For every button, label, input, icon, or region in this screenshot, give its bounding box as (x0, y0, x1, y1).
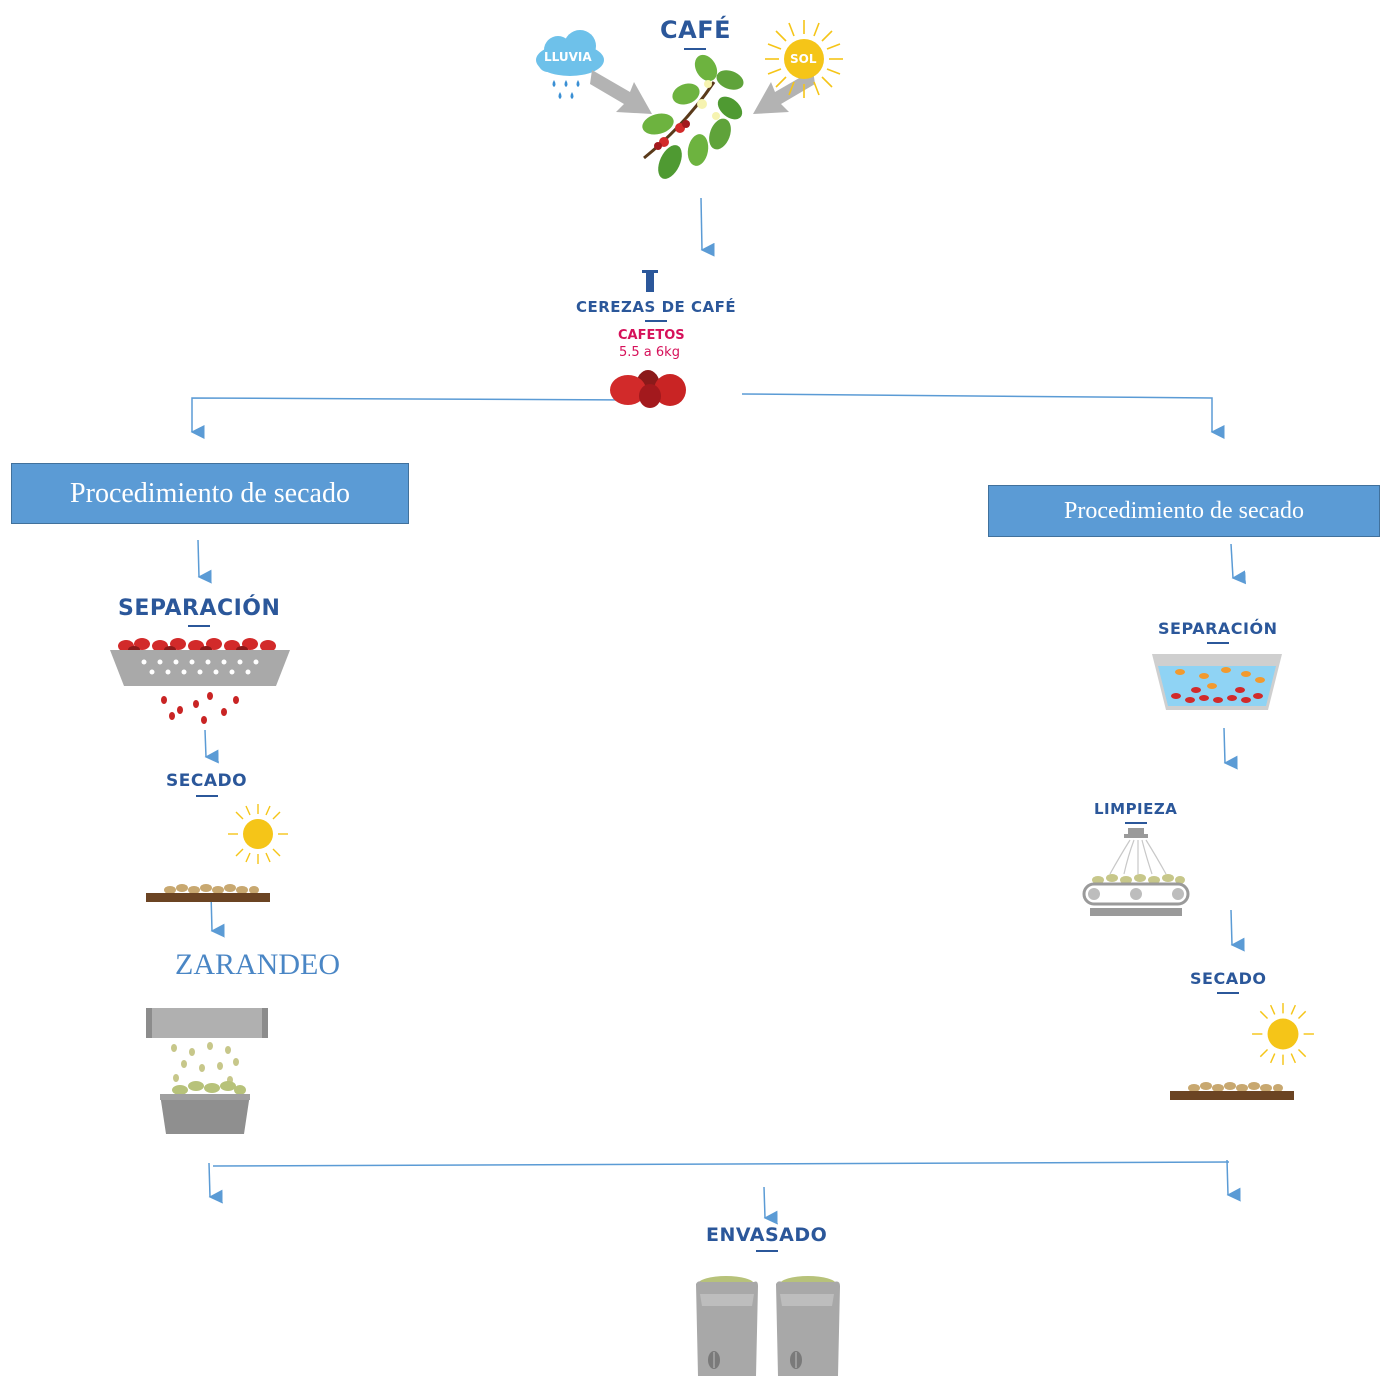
cherries-marker-top (642, 270, 658, 273)
sun-icon (765, 20, 843, 98)
envasado-title: ENVASADO (706, 1224, 828, 1252)
zarandeo-sifter-icon (146, 1008, 268, 1134)
rain-label: LLUVIA (544, 50, 592, 64)
arrow-right-separation-to-limpieza (1223, 727, 1238, 770)
rain-arrow-icon (590, 70, 652, 114)
left-process-box: Procedimiento de secado (11, 463, 409, 524)
right-process-box: Procedimiento de secado (988, 485, 1380, 537)
left-separation-title: SEPARACIÓN (118, 596, 281, 627)
water-tank-icon (1152, 654, 1282, 710)
left-drying-tray-icon (146, 884, 270, 902)
arrow-right-box-to-separation (1230, 543, 1246, 585)
coffee-sacks-icon (696, 1276, 840, 1376)
separation-sieve-icon (110, 638, 290, 724)
arrow-left-box-to-separation (197, 539, 212, 584)
coffee-plant-icon (642, 54, 744, 179)
merge-line (212, 1161, 1230, 1167)
arrow-to-envasado (763, 1186, 778, 1225)
cherries-sub-title: CAFETOS (618, 328, 685, 343)
arrow-cafe-to-cherries (700, 197, 715, 257)
cherries-title: CEREZAS DE CAFÉ (576, 298, 737, 322)
rain-cloud-icon (536, 30, 604, 99)
arrow-to-left-branch (190, 397, 641, 439)
arrow-right-to-merge (1226, 1159, 1241, 1202)
cherries-yield: 5.5 a 6kg (619, 345, 680, 360)
coffee-cherries-icon (610, 370, 686, 408)
arrow-to-right-branch (741, 393, 1225, 439)
sun-label: SOL (790, 52, 817, 66)
arrow-right-limpieza-to-secado (1230, 909, 1245, 952)
right-secado-title: SECADO (1190, 969, 1267, 994)
cherries-marker-bar (646, 270, 654, 292)
right-limpieza-title: LIMPIEZA (1094, 800, 1178, 824)
cleaning-conveyor-icon (1082, 828, 1190, 916)
sun-arrow-icon (753, 70, 815, 114)
cafe-title: CAFÉ (660, 16, 731, 50)
arrow-left-to-merge (208, 1162, 223, 1204)
arrow-left-separation-to-secado (204, 729, 219, 764)
right-secado-sun-icon (1252, 1003, 1314, 1065)
left-zarandeo-title: ZARANDEO (175, 948, 340, 981)
right-drying-tray-icon (1170, 1082, 1294, 1100)
right-separation-title: SEPARACIÓN (1158, 619, 1278, 644)
left-secado-sun-icon (228, 804, 288, 864)
left-secado-title: SECADO (166, 771, 248, 797)
